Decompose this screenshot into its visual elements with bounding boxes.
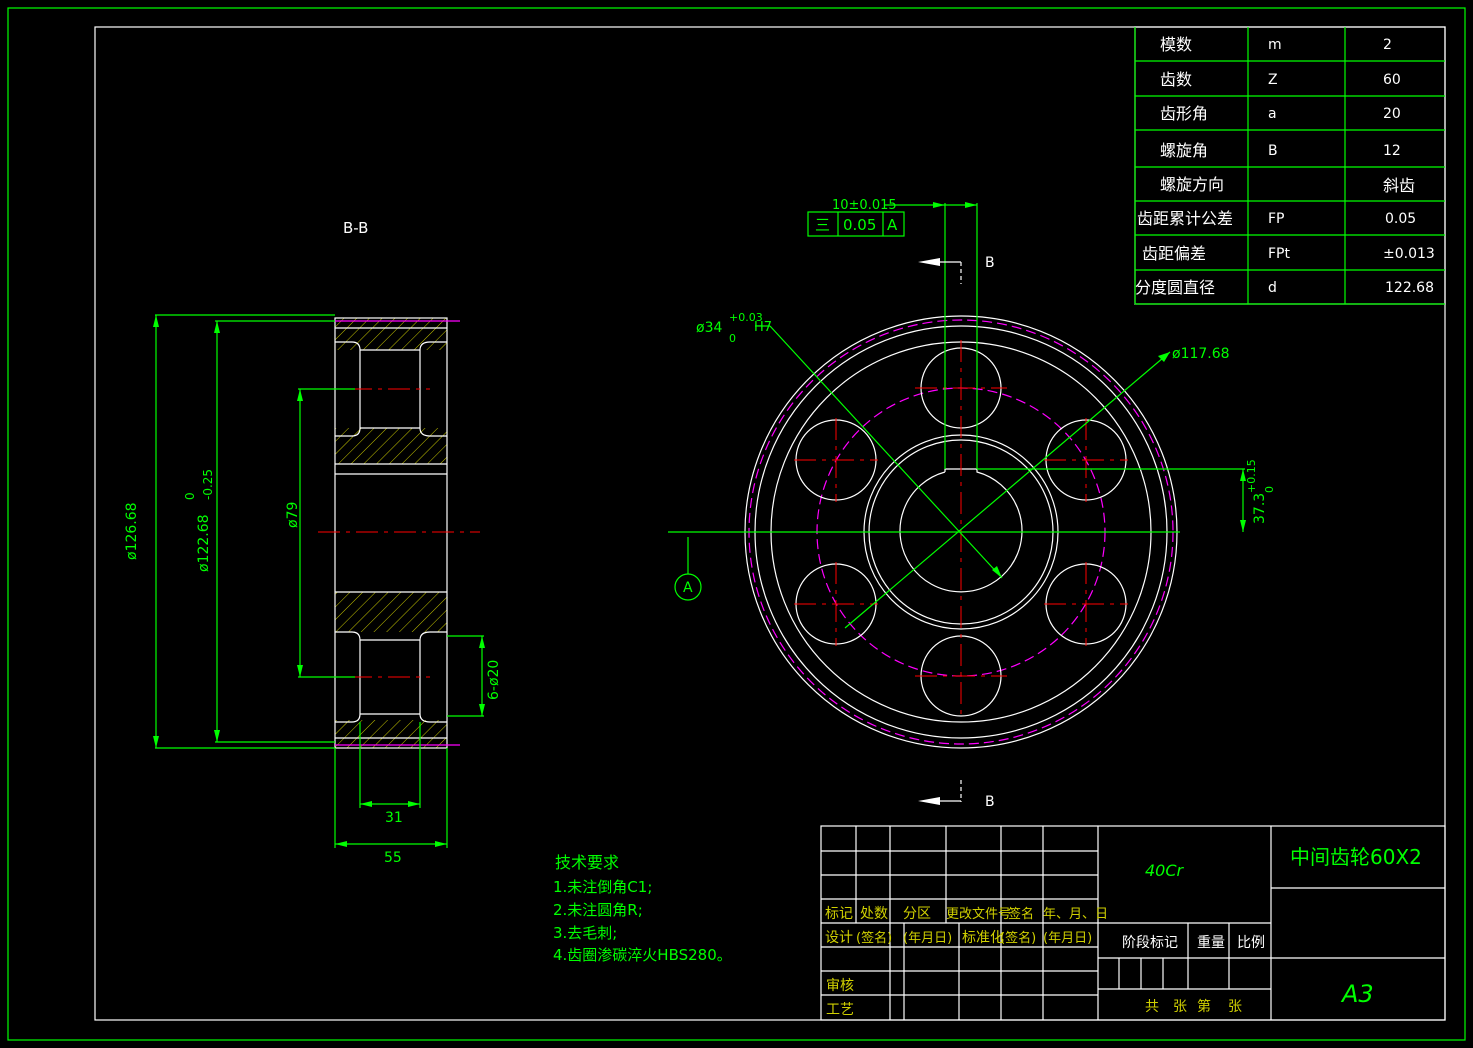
label-date2: (年月日): [1043, 931, 1092, 946]
hatch-hub-top: [335, 428, 447, 464]
tol-value: 0.05: [843, 216, 876, 234]
dim-hub: ø79: [285, 502, 301, 528]
gear-param-table: 模数 m 2 齿数 Z 60 齿形角 a 20 螺旋角 B 12 螺旋方向 斜齿…: [1134, 26, 1446, 305]
datum-circle: [674, 573, 702, 601]
header-zone: 分区: [903, 906, 931, 922]
dim-d1-tol-upper: 0: [183, 492, 197, 500]
label-sign2: (签名): [1000, 930, 1036, 946]
param-name: 分度圆直径: [1135, 278, 1215, 297]
tech-item: 1.未注倒角C1;: [553, 878, 652, 896]
header-sign: 签名: [1008, 906, 1034, 922]
label-stage: 阶段标记: [1122, 935, 1178, 951]
title-block: 40Cr 中间齿轮60X2 A3 标记 处数 分区 更改文件号 签名 年、月、日…: [820, 825, 1446, 1021]
dim-key-depth-tol-upper: +0.15: [1245, 459, 1258, 493]
param-name: 齿距偏差: [1142, 244, 1206, 263]
bore-with-keyway: [899, 468, 1023, 593]
dim-d1-tol-lower: -0.25: [201, 469, 215, 500]
tech-requirements: 技术要求 1.未注倒角C1; 2.未注圆角R; 3.去毛刺; 4.齿圈渗碳淬火H…: [553, 853, 732, 964]
dim-bore-fit: H7: [754, 320, 772, 335]
param-name: 齿形角: [1160, 104, 1208, 123]
dim-bore-tol-upper: +0.03: [729, 311, 763, 324]
param-value: 2: [1383, 37, 1392, 53]
dim-face-width: 55: [384, 850, 402, 866]
param-value: 122.68: [1385, 280, 1434, 296]
tech-item: 2.未注圆角R;: [553, 901, 643, 919]
param-value: 12: [1383, 143, 1401, 159]
tol-datum: A: [887, 216, 898, 234]
dim-holes: 6-ø20: [486, 660, 502, 700]
param-value: 60: [1383, 72, 1401, 88]
datum-label: A: [683, 580, 693, 596]
tolerance-frame: [807, 211, 905, 237]
hatch-bottom: [335, 720, 447, 748]
param-symbol: FPt: [1268, 246, 1290, 262]
param-symbol: FP: [1268, 211, 1285, 227]
section-label: B-B: [343, 219, 368, 237]
label-weight: 重量: [1197, 935, 1225, 951]
dim-od: ø126.68: [124, 502, 140, 560]
section-outline: [334, 317, 448, 749]
label-review: 审核: [826, 978, 854, 994]
param-value: ±0.013: [1383, 246, 1435, 262]
outer-frame: [7, 7, 1466, 1041]
part-name: 中间齿轮60X2: [1290, 845, 1422, 869]
dim-bore: ø34: [696, 320, 722, 336]
label-design: 设计: [825, 930, 853, 946]
param-symbol: m: [1268, 37, 1282, 53]
inner-frame: [94, 26, 1446, 1021]
sheet-size: A3: [1340, 980, 1374, 1008]
header-change-doc: 更改文件号: [946, 907, 1011, 922]
param-name: 螺旋方向: [1160, 175, 1224, 194]
section-mark-top: B: [985, 255, 995, 271]
tech-item: 3.去毛刺;: [553, 924, 617, 942]
param-symbol: Z: [1268, 72, 1278, 88]
param-name: 齿距累计公差: [1137, 209, 1233, 228]
label-sheets-index: 第: [1197, 998, 1211, 1015]
label-sheets-total: 共: [1145, 999, 1159, 1015]
section-mark-bottom: B: [985, 794, 995, 810]
dim-key-width: 10±0.015: [832, 198, 897, 213]
tech-title: 技术要求: [555, 853, 619, 872]
label-sign1: (签名): [856, 930, 892, 946]
section-view: B-B ø126.68: [124, 219, 502, 866]
header-mark: 标记: [825, 906, 853, 922]
param-value: 20: [1383, 106, 1401, 122]
param-value: 0.05: [1385, 211, 1416, 227]
param-name: 齿数: [1160, 70, 1192, 89]
dim-d1: ø122.68: [196, 514, 212, 572]
dim-key-depth-tol-lower: 0: [1263, 486, 1276, 493]
param-name: 螺旋角: [1160, 141, 1208, 160]
hatch-hub-bottom: [335, 592, 447, 632]
param-symbol: d: [1268, 280, 1277, 296]
tol-symbol: 三: [815, 216, 830, 234]
param-symbol: B: [1268, 143, 1278, 159]
label-sheets-unit2: 张: [1228, 999, 1242, 1015]
dim-key-depth: 37.3: [1252, 493, 1268, 524]
param-name: 模数: [1160, 35, 1192, 54]
hatch-top: [335, 318, 447, 350]
dim-pitch-circle: ø117.68: [1172, 346, 1230, 362]
material: 40Cr: [1145, 861, 1185, 880]
dim-bore-tol-lower: 0: [729, 332, 736, 345]
label-scale: 比例: [1237, 935, 1265, 951]
param-value: 斜齿: [1383, 176, 1415, 195]
label-process: 工艺: [826, 1002, 854, 1018]
label-std: 标准化: [962, 930, 1004, 946]
param-symbol: a: [1268, 106, 1277, 122]
header-count: 处数: [860, 906, 888, 922]
label-date1: (年月日): [903, 931, 952, 946]
tech-item: 4.齿圈渗碳淬火HBS280。: [553, 946, 732, 964]
dim-hole-width: 31: [385, 810, 403, 826]
header-date: 年、月、日: [1043, 907, 1108, 922]
label-sheets-unit1: 张: [1173, 999, 1187, 1015]
front-view: 10±0.015 三 0.05 A B B ø34 +0.03 0 H7 ø11…: [668, 198, 1276, 810]
